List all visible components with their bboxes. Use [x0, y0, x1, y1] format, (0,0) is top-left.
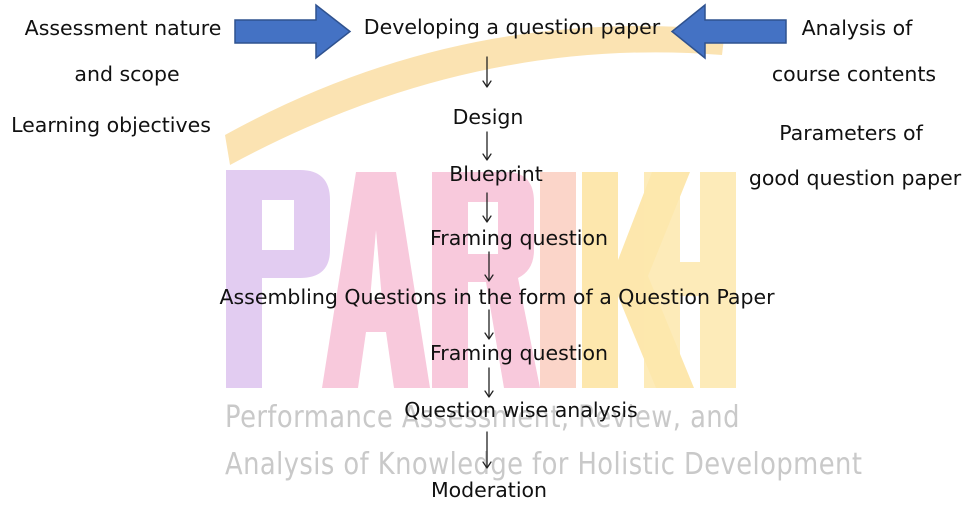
watermark-arc: [225, 25, 725, 165]
watermark-letter-h: [644, 172, 736, 388]
step-assembling-questions: Assembling Questions in the form of a Qu…: [219, 285, 775, 309]
right-input-parameters-of: Parameters of: [779, 121, 923, 145]
right-input-arrow-icon: [670, 3, 787, 60]
down-arrow-icon: [484, 367, 494, 398]
watermark-letter-i: [540, 172, 576, 388]
down-arrow-icon: [482, 192, 492, 223]
left-input-learning-objectives: Learning objectives: [11, 113, 211, 137]
right-input-analysis-of: Analysis of: [801, 16, 913, 40]
down-arrow-icon: [484, 309, 494, 340]
watermark-line2: Analysis of Knowledge for Holistic Devel…: [225, 447, 863, 482]
left-input-assessment-nature: Assessment nature: [24, 16, 222, 40]
left-input-and-scope: and scope: [74, 62, 180, 86]
step-framing-question: Framing question: [429, 226, 609, 250]
watermark-letter-a: [322, 172, 430, 388]
left-input-arrow-icon: [234, 3, 352, 60]
watermark-line1: Performance Assessment, Review, and: [225, 400, 740, 435]
watermark-letter-r: [432, 172, 540, 388]
step-framing-question-2: Framing question: [429, 341, 609, 365]
down-arrow-icon: [482, 431, 492, 469]
step-developing-question-paper: Developing a question paper: [363, 15, 661, 39]
right-input-good-question-paper: good question paper: [748, 166, 962, 190]
step-question-wise-analysis: Question wise analysis: [404, 398, 638, 422]
down-arrow-icon: [482, 56, 492, 88]
down-arrow-icon: [484, 251, 494, 282]
watermark-letters: [226, 170, 736, 388]
watermark-letter-p: [226, 170, 330, 388]
step-blueprint: Blueprint: [449, 162, 543, 186]
step-design: Design: [452, 105, 524, 129]
down-arrow-icon: [482, 131, 492, 161]
right-input-course-contents: course contents: [771, 62, 937, 86]
step-moderation: Moderation: [430, 478, 548, 502]
